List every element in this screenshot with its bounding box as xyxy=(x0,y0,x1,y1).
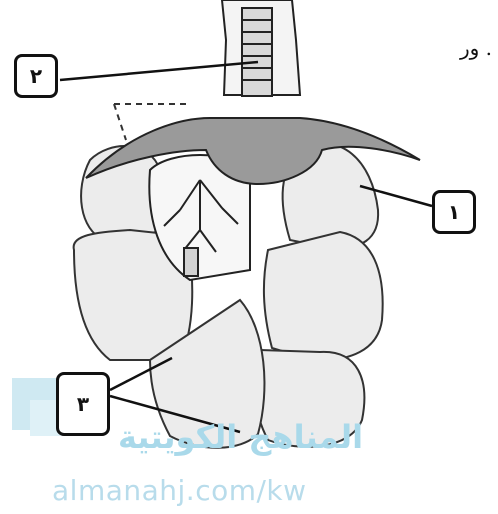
watermark-url: almanahj.com/kw xyxy=(52,474,307,507)
watermark-arabic: المناهج الكويتية xyxy=(118,418,363,456)
label-3: ٣ xyxy=(56,372,110,436)
header-text-fragment: ور . xyxy=(460,36,492,60)
right-lung xyxy=(255,144,383,447)
middle-right-lobe xyxy=(264,232,383,360)
label-1: ١ xyxy=(432,190,476,234)
trachea xyxy=(222,0,300,96)
label-2: ٢ xyxy=(14,54,58,98)
